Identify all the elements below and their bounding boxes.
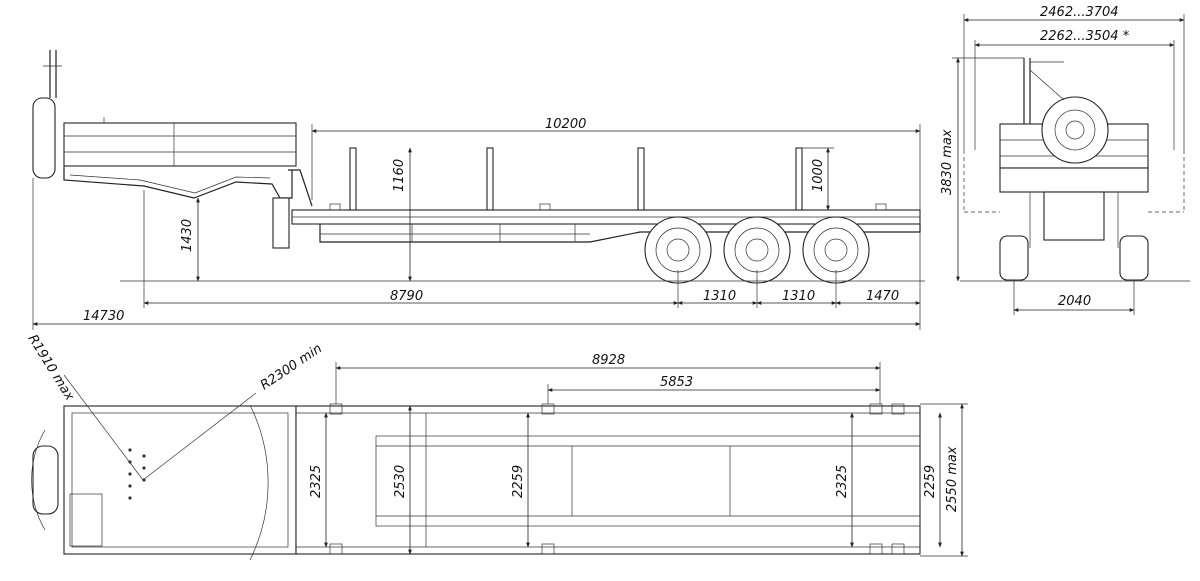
rear-view: 2462...3704 2262...3504 * 3830 max 2040 bbox=[940, 5, 1190, 315]
dim-top-width-5: 2259 bbox=[923, 465, 938, 498]
dim-top-length-inner: 5853 bbox=[660, 375, 693, 390]
dim-rear-inner-width-range: 2262...3504 * bbox=[1040, 29, 1130, 44]
dim-top-radius-front: R1910 max bbox=[25, 332, 77, 403]
dim-side-axle-spacing-1: 1310 bbox=[703, 289, 736, 304]
dim-side-rear-overhang: 1470 bbox=[866, 289, 899, 304]
dim-top-width-2: 2530 bbox=[393, 465, 408, 498]
dim-top-length-overall: 8928 bbox=[592, 353, 625, 368]
side-view: 10200 14730 8790 1310 1310 1470 1160 100… bbox=[32, 50, 925, 330]
dim-side-axle-front: 8790 bbox=[390, 289, 423, 304]
dim-top-width-4: 2325 bbox=[835, 465, 850, 498]
dim-rear-track: 2040 bbox=[1058, 294, 1091, 309]
top-view: R1910 max R2300 min 8928 5853 2325 2530 … bbox=[25, 332, 968, 561]
dim-rear-height-max: 3830 max bbox=[940, 129, 955, 195]
dim-top-width-max: 2550 max bbox=[945, 446, 960, 512]
dim-side-overall-length: 14730 bbox=[83, 309, 124, 324]
dim-rear-width-range: 2462...3704 bbox=[1040, 5, 1119, 20]
dim-side-axle-spacing-2: 1310 bbox=[782, 289, 815, 304]
dim-side-neck-height: 1430 bbox=[180, 219, 195, 252]
dim-side-stanchion-height-rear: 1000 bbox=[811, 159, 826, 192]
dim-top-width-1: 2325 bbox=[309, 465, 324, 498]
dim-side-stanchion-height-front: 1160 bbox=[392, 159, 407, 192]
dim-side-deck-length: 10200 bbox=[545, 117, 586, 132]
axle-wheels bbox=[644, 216, 870, 284]
dim-top-radius-turn: R2300 min bbox=[258, 341, 325, 393]
dim-top-width-3: 2259 bbox=[511, 465, 526, 498]
